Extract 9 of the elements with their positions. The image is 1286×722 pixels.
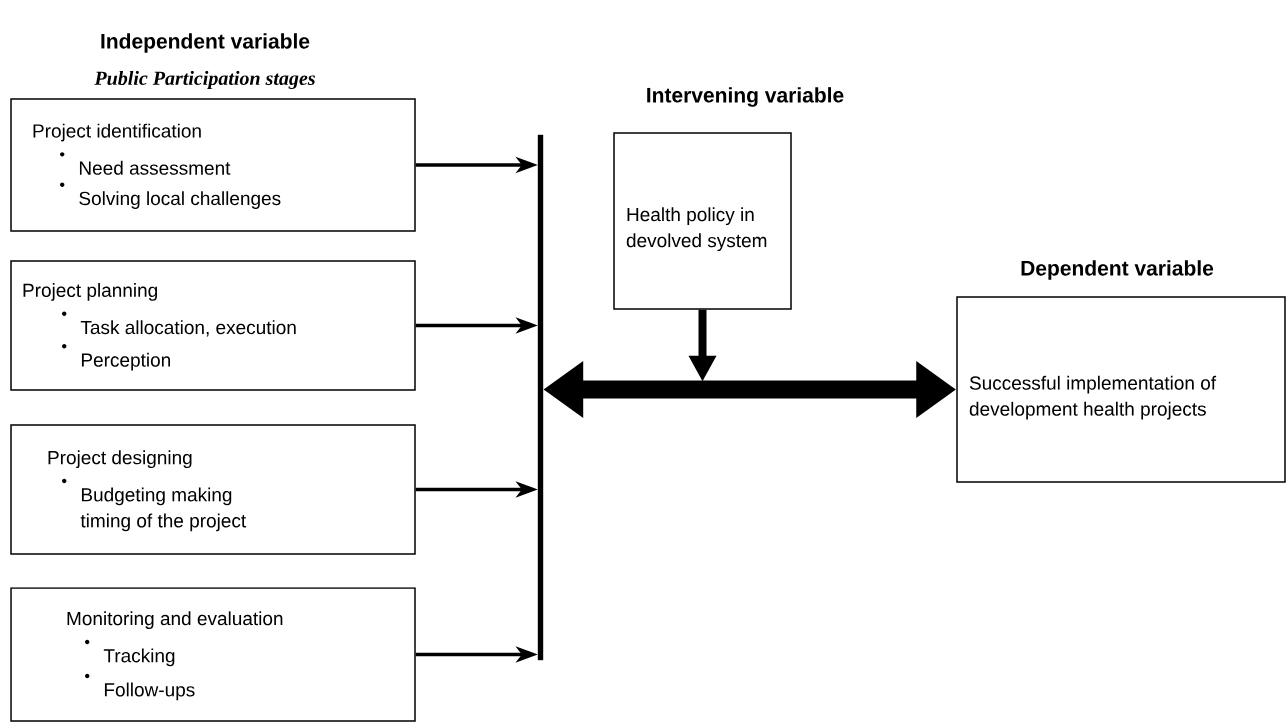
text-box: Project designing Budgeting making timing of the project	[10, 424, 416, 555]
text-box: Project identification Need assessment Solving local challenges	[10, 98, 416, 232]
heading: Intervening variable	[647, 87, 844, 107]
text-box: Project planning Task allocation, execution Perception	[10, 260, 416, 391]
text-box: Health policy in devolved system	[613, 132, 792, 310]
vertical-bar	[537, 134, 544, 661]
heading: Independent variable	[101, 33, 310, 53]
text-box: Successful implementation of development health projects	[956, 296, 1286, 483]
text-box: Monitoring and evaluation Tracking Follow-ups	[10, 587, 416, 722]
